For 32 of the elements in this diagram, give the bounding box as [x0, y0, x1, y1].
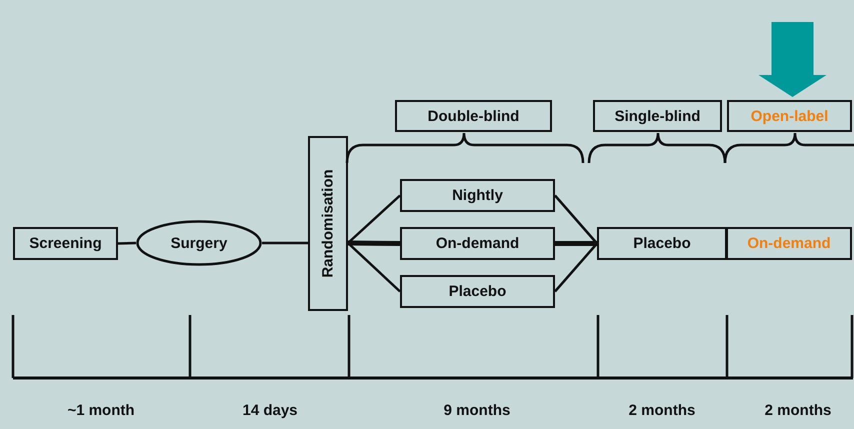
node-label: Open-label — [750, 108, 828, 124]
process-ellipse — [136, 220, 262, 266]
node-label: Placebo — [633, 235, 691, 252]
duration-label: 14 days — [242, 402, 298, 419]
process-box — [400, 275, 555, 308]
process-box — [593, 100, 722, 132]
node-label: On-demand — [747, 235, 831, 252]
node-label: Nightly — [452, 187, 503, 204]
node-label: Double-blind — [428, 108, 520, 124]
node-label: On-demand — [436, 235, 520, 252]
duration-label: 2 months — [628, 402, 696, 419]
randomisation-bar — [308, 136, 348, 311]
duration-label: 2 months — [764, 402, 832, 419]
connector-line — [348, 240, 400, 246]
process-box — [727, 100, 852, 132]
block-arrow — [758, 22, 826, 97]
node-label: Surgery — [170, 234, 228, 252]
connector-line — [118, 242, 136, 245]
process-box — [395, 100, 552, 132]
node-label: Placebo — [448, 283, 506, 300]
connector-line — [262, 242, 308, 244]
node-label: Screening — [29, 235, 102, 252]
node-label: Single-blind — [614, 108, 700, 124]
process-box — [597, 227, 727, 260]
process-box — [726, 227, 852, 260]
process-box — [13, 227, 118, 260]
duration-label: ~1 month — [67, 402, 135, 419]
duration-label: 9 months — [444, 402, 510, 419]
process-box — [400, 227, 555, 260]
node-label: Randomisation — [320, 169, 336, 278]
connector-line — [555, 241, 597, 246]
process-box — [400, 179, 555, 212]
